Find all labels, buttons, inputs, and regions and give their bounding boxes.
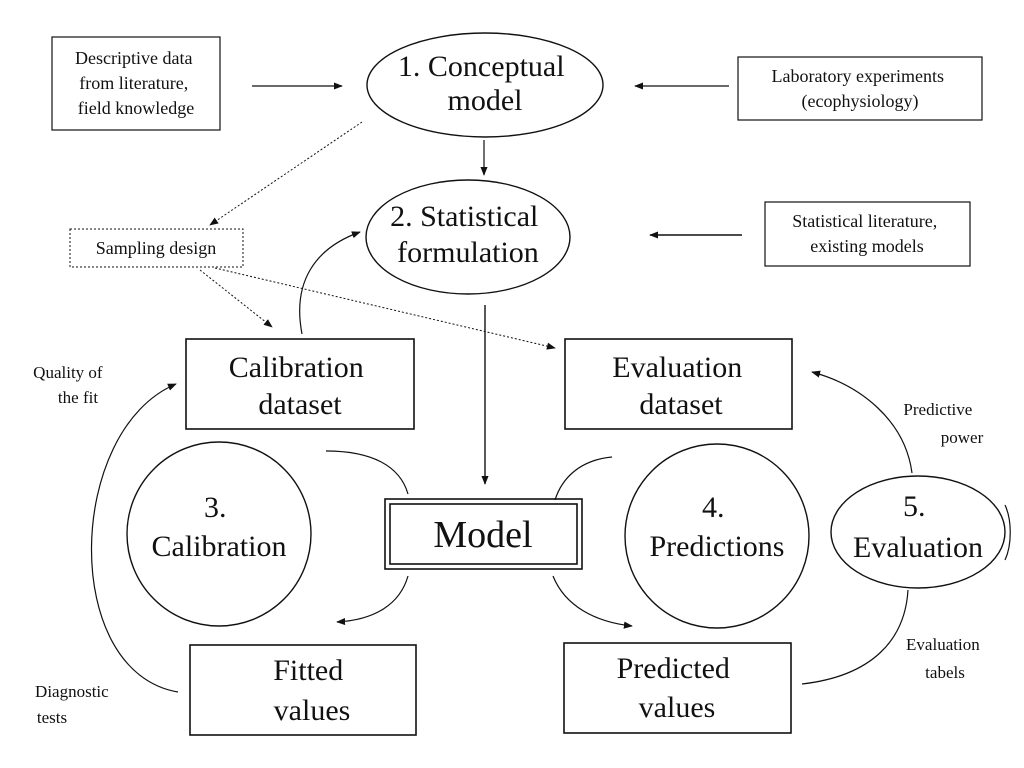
conceptual-to-sampling-arrow (209, 121, 363, 226)
predictive-power-label: Predictive power (903, 400, 983, 447)
predictions-arc-top (554, 456, 613, 501)
predictive-power-arc-arrow (811, 370, 913, 474)
laboratory-experiments-text: Laboratory experiments (ecophysiology) (772, 66, 949, 112)
conceptual-model-ellipse (366, 32, 604, 138)
sampling-design-box (69, 228, 244, 268)
statistical-formulation-text: 2. Statistical formulation (390, 200, 546, 269)
evaluation-dataset-box (564, 338, 793, 430)
evaluation-step-text: 5. Evaluation (853, 490, 983, 564)
statistical-formulation-ellipse (365, 179, 571, 295)
calibration-dataset-box (185, 338, 415, 430)
laboratory-experiments-box (737, 56, 983, 121)
predictions-to-predicted-arrow (552, 575, 633, 629)
calibration-circle (126, 441, 312, 627)
quality-of-fit-label: Quality of the fit (33, 363, 107, 407)
evaluation-tables-label: Evaluation tabels (906, 635, 984, 682)
statistical-literature-text: Statistical literature, existing models (792, 211, 941, 256)
predictions-circle (624, 443, 810, 629)
evaluation-dataset-text: Evaluation dataset (612, 351, 749, 421)
fitted-values-box (189, 644, 417, 736)
sampling-to-evaluation-dataset-arrow (214, 267, 556, 350)
calibration-arc-top (325, 450, 409, 495)
evaluation-tables-arc (801, 589, 909, 685)
predicted-values-text: Predicted values (617, 652, 738, 724)
evaluation-right-arc (1004, 504, 1011, 561)
fitted-values-text: Fitted values (273, 654, 351, 727)
calibration-dataset-text: Calibration dataset (229, 351, 371, 421)
conceptual-model-text: 1. Conceptual model (398, 50, 572, 117)
model-box-outer (384, 498, 583, 570)
calibration-dataset-to-statistical-arrow (299, 231, 361, 335)
model-box-inner (389, 503, 578, 565)
predictions-step-text: 4. Predictions (650, 491, 785, 563)
descriptive-data-box (51, 36, 221, 131)
descriptive-data-text: Descriptive data from literature, field … (75, 48, 197, 118)
predicted-values-box (563, 642, 792, 734)
model-text: Model (433, 514, 532, 556)
sampling-to-calibration-dataset-arrow (199, 269, 273, 328)
evaluation-ellipse (830, 475, 1006, 589)
sampling-design-text: Sampling design (96, 238, 217, 258)
calibration-step-text: 3. Calibration (152, 491, 287, 563)
diagnostic-tests-label: Diagnostic tests (35, 682, 113, 727)
calibration-to-fitted-arrow (336, 575, 409, 626)
statistical-literature-box (764, 201, 971, 267)
quality-of-fit-arc-arrow (90, 383, 179, 693)
